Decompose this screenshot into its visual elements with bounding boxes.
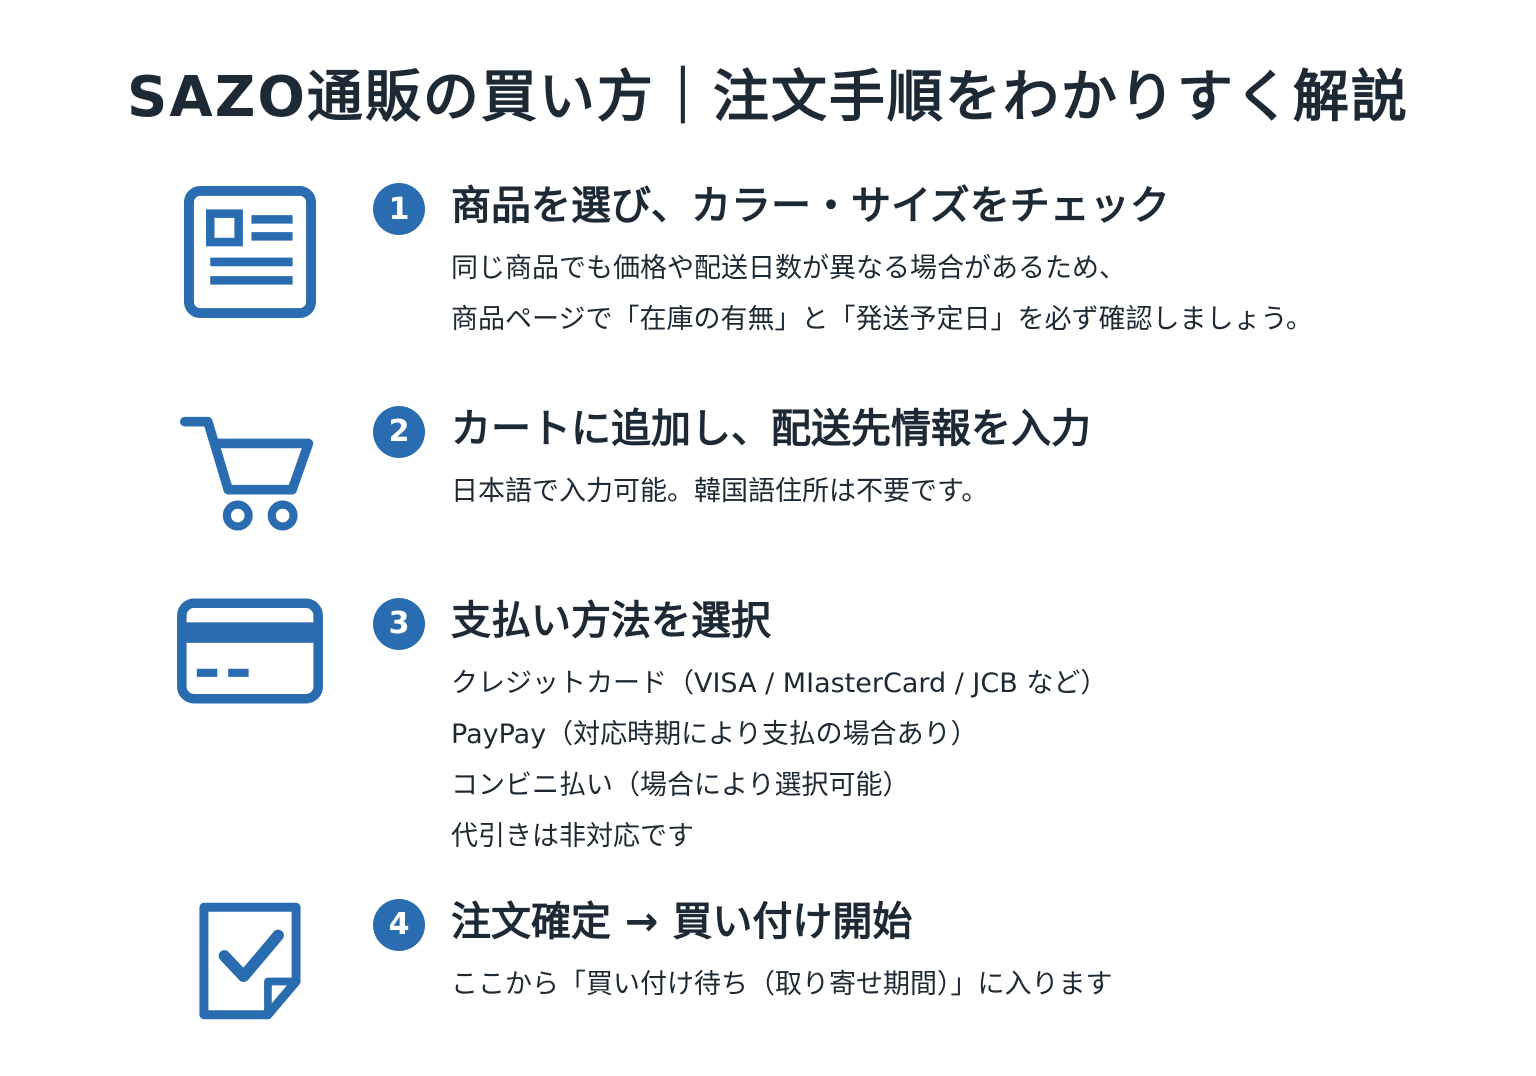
check-document-icon (186, 897, 314, 1025)
step-1-body-line: 同じ商品でも価格や配送日数が異なる場合があるため、 (451, 253, 1126, 284)
step-2-body: 日本語で入力可能。韓国語住所は不要です。 (451, 466, 1091, 517)
step-4-heading: 注文確定 → 買い付け開始 (451, 898, 913, 945)
cart-icon (175, 404, 325, 540)
step-2-icon-cell (175, 404, 325, 540)
step-2-text: カートに追加し、配送先情報を入力 日本語で入力可能。韓国語住所は不要です。 (451, 404, 1091, 517)
steps-list: 1 商品を選び、カラー・サイズをチェック 同じ商品でも価格や配送日数が異なる場合… (0, 181, 1536, 1025)
step-1-icon-cell (175, 181, 325, 323)
step-2-number-badge: 2 (373, 405, 425, 458)
credit-card-icon (175, 596, 325, 706)
step-3-body: クレジットカード（VISA / MIasterCard / JCB など） Pa… (451, 658, 1107, 863)
page-title: SAZO通販の買い方｜注文手順をわかりすく解説 (127, 65, 1409, 130)
step-1-number-badge: 1 (373, 183, 425, 235)
step-4: 4 注文確定 → 買い付け開始 ここから「買い付け待ち（取り寄せ期間）」に入りま… (0, 897, 1536, 1025)
step-4-body: ここから「買い付け待ち（取り寄せ期間）」に入ります (451, 959, 1113, 1010)
step-4-number-badge: 4 (373, 898, 425, 951)
step-1-body-line: 商品ページで「在庫の有無」と「発送予定日」を必ず確認しましょう。 (451, 304, 1313, 336)
step-3-number-badge: 3 (373, 597, 425, 650)
step-4-text: 注文確定 → 買い付け開始 ここから「買い付け待ち（取り寄せ期間）」に入ります (451, 897, 1113, 1010)
step-2: 2 カートに追加し、配送先情報を入力 日本語で入力可能。韓国語住所は不要です。 (0, 404, 1536, 540)
step-3-text: 支払い方法を選択 クレジットカード（VISA / MIasterCard / J… (451, 596, 1107, 863)
step-2-body-line: 日本語で入力可能。韓国語住所は不要です。 (451, 475, 989, 507)
step-1: 1 商品を選び、カラー・サイズをチェック 同じ商品でも価格や配送日数が異なる場合… (0, 181, 1536, 346)
step-3-icon-cell (175, 596, 325, 706)
document-icon (179, 181, 321, 323)
step-3-body-line: 代引きは非対応です (451, 821, 694, 853)
step-3: 3 支払い方法を選択 クレジットカード（VISA / MIasterCard /… (0, 596, 1536, 863)
step-3-heading: 支払い方法を選択 (451, 597, 771, 644)
step-1-heading: 商品を選び、カラー・サイズをチェック (451, 183, 1170, 229)
step-1-text: 商品を選び、カラー・サイズをチェック 同じ商品でも価格や配送日数が異なる場合があ… (451, 181, 1313, 346)
step-4-icon-cell (175, 897, 325, 1025)
step-3-body-line: PayPay（対応時期により支払の場合あり） (451, 718, 978, 750)
step-2-heading: カートに追加し、配送先情報を入力 (451, 405, 1091, 452)
step-3-body-line: コンビニ払い（場合により選択可能） (451, 770, 910, 802)
step-4-body-line: ここから「買い付け待ち（取り寄せ期間）」に入ります (451, 968, 1113, 1000)
step-1-body: 同じ商品でも価格や配送日数が異なる場合があるため、 商品ページで「在庫の有無」と… (451, 243, 1313, 346)
step-3-body-line: クレジットカード（VISA / MIasterCard / JCB など） (451, 667, 1108, 699)
